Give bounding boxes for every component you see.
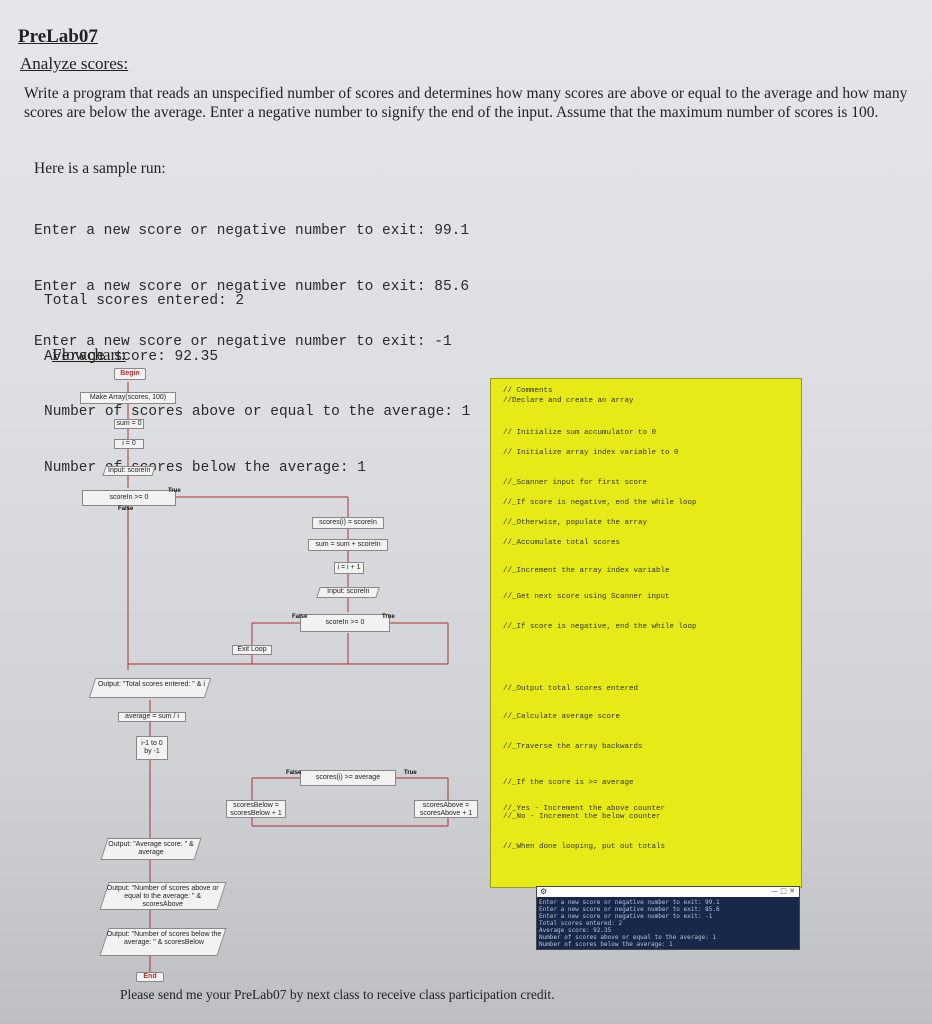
flow-exit-loop: Exit Loop	[232, 645, 272, 655]
flowchart-label: Flowchart:	[52, 345, 126, 364]
page-title: PreLab07	[18, 26, 98, 47]
comment-line: // Initialize array index variable to 0	[503, 449, 679, 457]
flow-output-average: Output: "Average score: " & average	[100, 838, 202, 860]
console-line: Average score: 92.35	[539, 927, 612, 934]
window-controls-icon[interactable]: — □ ✕	[771, 887, 795, 895]
flow-input-first-label: Input: scoreIn	[107, 467, 151, 474]
flow-output-total: Output: "Total scores entered: " & i	[88, 678, 212, 698]
flow-false-label: False	[286, 770, 302, 776]
flow-assign-scores: scores(i) = scoreIn	[312, 517, 384, 529]
comment-line: //_When done looping, put out totals	[503, 843, 666, 851]
console-line: Number of scores below the average: 1	[539, 941, 673, 948]
flow-begin: Begin	[114, 368, 146, 380]
sample-input-block: Enter a new score or negative number to …	[34, 185, 469, 389]
flow-output-below: Output: "Number of scores below the aver…	[99, 928, 227, 956]
comment-line: //_Accumulate total scores	[503, 539, 621, 547]
comment-line: //_Calculate average score	[503, 713, 621, 721]
comment-line: //_No - Increment the below counter	[503, 813, 661, 821]
flow-accumulate: sum = sum + scoreIn	[308, 539, 388, 551]
flow-condition-average: scores(i) >= average	[300, 770, 396, 786]
comment-line: //_Yes - Increment the above counter	[503, 805, 666, 813]
flow-input-next: Input: scoreIn	[316, 587, 380, 598]
sample-output-line: Number of scores below the average: 1	[44, 459, 366, 476]
flow-input-first: Input: scoreIn	[102, 466, 156, 476]
sample-input-line: Enter a new score or negative number to …	[34, 278, 470, 295]
comment-line: //Declare and create an array	[503, 397, 634, 405]
flow-for-loop: i-1 to 0 by -1	[136, 736, 168, 760]
comments-panel: // Comments //Declare and create an arra…	[490, 378, 802, 888]
console-window: ⚙ — □ ✕ Enter a new score or negative nu…	[536, 886, 800, 950]
sample-output-block: Total scores entered: 2 Average score: 9…	[44, 255, 470, 514]
sample-run-intro: Here is a sample run:	[34, 160, 166, 177]
comment-line: //_Get next score using Scanner input	[503, 593, 670, 601]
flow-end: End	[136, 972, 164, 982]
flow-output-below-label: Output: "Number of scores below the aver…	[106, 931, 222, 946]
flow-true-label: True	[168, 488, 181, 494]
console-line: Enter a new score or negative number to …	[539, 899, 720, 906]
flow-make-array: Make Array(scores, 100)	[80, 392, 176, 404]
flow-output-above-label: Output: "Number of scores above or equal…	[106, 885, 219, 908]
flow-sum-init: sum = 0	[114, 419, 144, 429]
flow-condition-first: scoreIn >= 0	[82, 490, 176, 506]
flow-average: average = sum / i	[118, 712, 186, 722]
flow-condition-next: scoreIn >= 0	[300, 614, 390, 632]
sample-input-line: Enter a new score or negative number to …	[34, 334, 452, 350]
comment-line: //_Output total scores entered	[503, 685, 639, 693]
sample-input-line: Enter a new score or negative number to …	[34, 223, 470, 239]
flow-false-label: False	[292, 614, 308, 620]
flow-output-above: Output: "Number of scores above or equal…	[99, 882, 227, 910]
flow-increment-i: i = i + 1	[334, 562, 364, 574]
gear-icon: ⚙	[540, 887, 548, 896]
flow-true-label: True	[404, 770, 417, 776]
comment-line: //_Increment the array index variable	[503, 567, 670, 575]
comment-line: //_If score is negative, end the while l…	[503, 499, 697, 507]
flow-true-label: True	[382, 614, 395, 620]
flow-false-label: False	[118, 506, 134, 512]
comment-line: //_Scanner input for first score	[503, 479, 648, 487]
flow-input-next-label: Input: scoreIn	[326, 588, 370, 595]
sample-output-line: Total scores entered: 2	[44, 293, 245, 309]
comment-line: //_Otherwise, populate the array	[503, 519, 648, 527]
section-subtitle: Analyze scores:	[20, 54, 129, 73]
console-line: Number of scores above or equal to the a…	[539, 934, 717, 941]
sample-output-line: Average score: 92.35	[44, 348, 219, 365]
flow-output-average-label: Output: "Average score: " & average	[108, 841, 194, 856]
sample-output-line: Number of scores above or equal to the a…	[44, 404, 471, 420]
comment-line: //_Traverse the array backwards	[503, 743, 643, 751]
console-line: Enter a new score or negative number to …	[539, 906, 720, 913]
footer-note: Please send me your PreLab07 by next cla…	[120, 987, 555, 1002]
comment-line: //_If score is negative, end the while l…	[503, 623, 697, 631]
console-titlebar: ⚙ — □ ✕	[537, 887, 799, 897]
comment-line: // Comments	[503, 387, 553, 395]
flow-below-counter: scoresBelow = scoresBelow + 1	[226, 800, 286, 818]
problem-description: Write a program that reads an unspecifie…	[24, 85, 908, 121]
flow-above-counter: scoresAbove = scoresAbove + 1	[414, 800, 478, 818]
console-line: Enter a new score or negative number to …	[539, 913, 713, 920]
console-line: Total scores entered: 2	[539, 920, 623, 927]
comment-line: // Initialize sum accumulator to 0	[503, 429, 657, 437]
flow-output-total-label: Output: "Total scores entered: " & i	[97, 681, 205, 688]
flow-i-init: i = 0	[114, 439, 144, 449]
comment-line: //_If the score is >= average	[503, 779, 634, 787]
